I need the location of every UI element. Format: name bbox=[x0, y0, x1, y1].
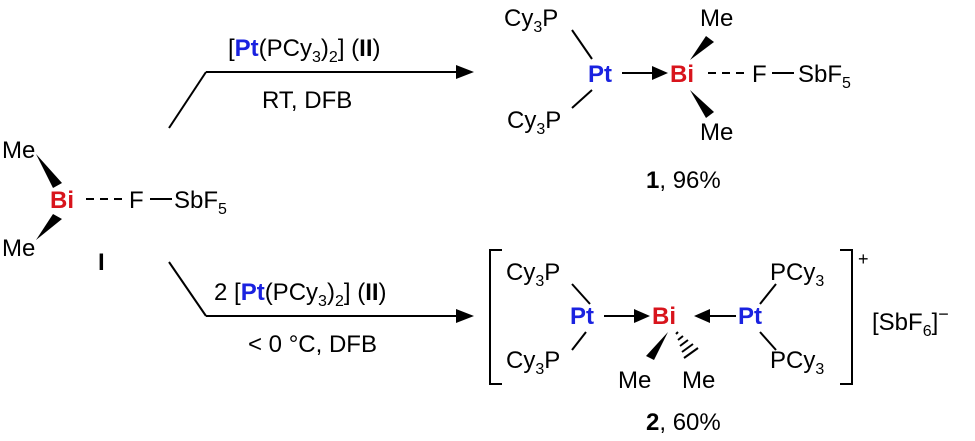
bi-atom: Bi bbox=[652, 303, 676, 330]
compound-label-1: 1, 96% bbox=[646, 167, 721, 194]
reagent-bottom: 2 [Pt(PCy3)2] (II) bbox=[214, 279, 387, 310]
single-bond bbox=[759, 283, 777, 305]
me-label: Me bbox=[682, 367, 715, 394]
wedge-bond bbox=[690, 90, 714, 118]
bracket-right bbox=[840, 249, 853, 385]
wedge-bond bbox=[690, 36, 714, 60]
single-bond bbox=[571, 283, 591, 305]
wedge-bond bbox=[646, 332, 668, 360]
reagent-top: [Pt(PCy3)2] (II) bbox=[228, 35, 381, 66]
hashed-bond bbox=[675, 331, 699, 359]
me-label: Me bbox=[700, 119, 733, 146]
single-bond bbox=[571, 331, 587, 351]
arrow-head bbox=[652, 66, 668, 80]
f-atom: F bbox=[752, 61, 767, 88]
cy3p-group: Cy3P bbox=[504, 5, 558, 36]
me-label: Me bbox=[2, 137, 35, 164]
arrow-head bbox=[694, 309, 710, 323]
arrow-head bbox=[456, 65, 474, 79]
product-2: + Cy3P Pt Cy3P Bi Pt PCy3 PCy3 Me Me [Sb… bbox=[489, 249, 949, 436]
sbf5-group: SbF5 bbox=[798, 61, 851, 92]
compound-label-I: I bbox=[98, 249, 105, 276]
arrow-shaft-diagonal bbox=[168, 71, 207, 129]
arrow-shaft-diagonal bbox=[168, 261, 207, 317]
arrow-head bbox=[456, 309, 474, 323]
pt-atom: Pt bbox=[738, 303, 762, 330]
reaction-arrow-top: [Pt(PCy3)2] (II) RT, DFB bbox=[168, 35, 474, 129]
reaction-arrow-bottom: 2 [Pt(PCy3)2] (II) < 0 °C, DFB bbox=[168, 261, 474, 358]
conditions-top: RT, DFB bbox=[262, 87, 352, 114]
cy3p-group: Cy3P bbox=[507, 107, 561, 138]
wedge-bond bbox=[36, 214, 62, 240]
starting-material-I: Me Bi Me F SbF5 I bbox=[2, 137, 227, 276]
conditions-bottom: < 0 °C, DFB bbox=[248, 331, 377, 358]
bracket-left bbox=[489, 249, 502, 385]
pcy3-group: PCy3 bbox=[770, 259, 824, 290]
cy3p-group: Cy3P bbox=[506, 259, 560, 290]
compound-label-2: 2, 60% bbox=[646, 409, 721, 436]
counterion-sbf6: [SbF6]− bbox=[872, 304, 949, 340]
pcy3-group: PCy3 bbox=[770, 347, 824, 378]
sbf5-group: SbF5 bbox=[174, 187, 227, 218]
single-bond bbox=[571, 89, 593, 109]
single-bond bbox=[759, 331, 777, 351]
cy3p-group: Cy3P bbox=[506, 347, 560, 378]
me-label: Me bbox=[2, 235, 35, 262]
wedge-bond bbox=[36, 154, 62, 188]
bi-atom: Bi bbox=[50, 187, 74, 214]
pt-atom: Pt bbox=[588, 61, 612, 88]
bi-atom: Bi bbox=[670, 61, 694, 88]
me-label: Me bbox=[618, 367, 651, 394]
single-bond bbox=[571, 29, 593, 60]
arrow-head bbox=[634, 309, 650, 323]
pt-atom: Pt bbox=[570, 303, 594, 330]
product-1: Cy3P Pt Cy3P Bi Me Me F SbF5 1, 96% bbox=[504, 5, 851, 194]
me-label: Me bbox=[700, 5, 733, 32]
cation-charge: + bbox=[858, 249, 869, 269]
f-atom: F bbox=[129, 187, 144, 214]
